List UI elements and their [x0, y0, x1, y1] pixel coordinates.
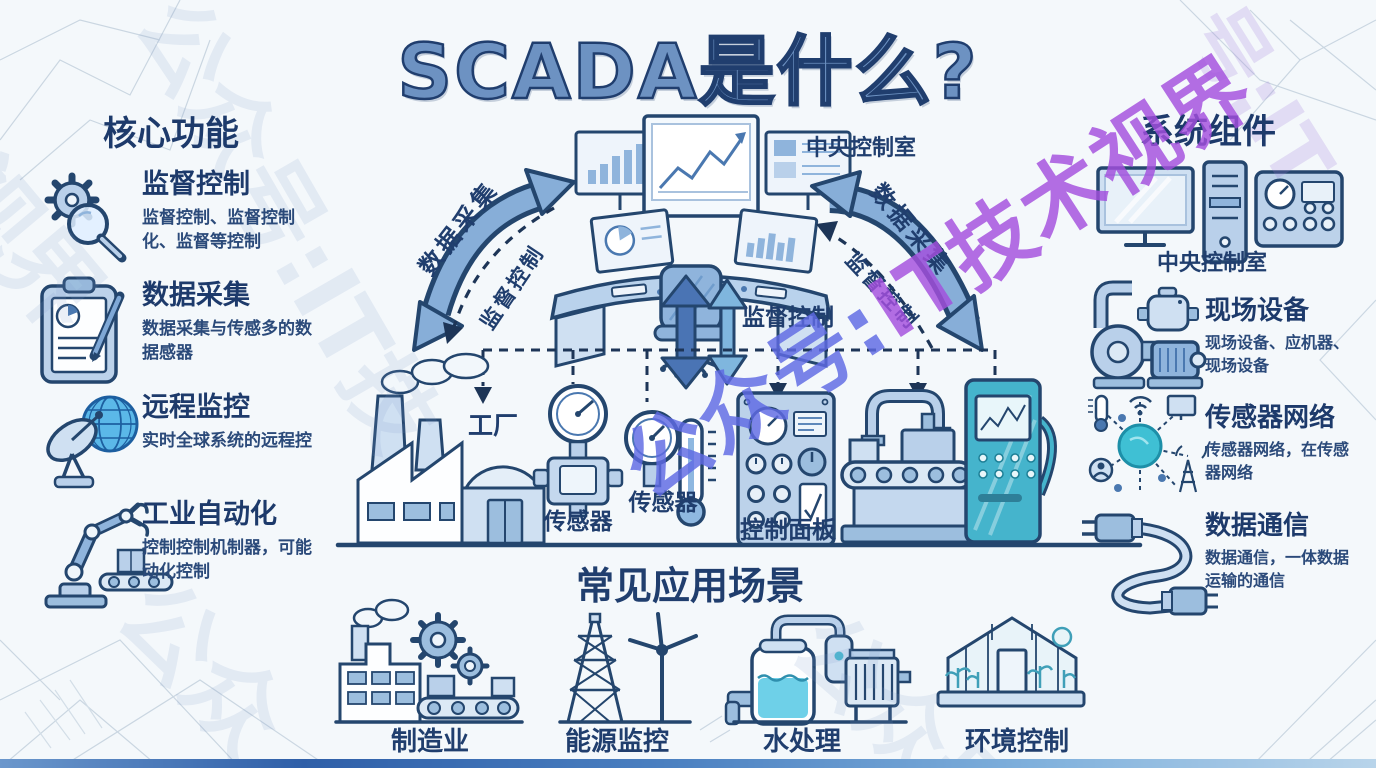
- hmi-kiosk-illustration: [964, 378, 1057, 544]
- item-title: 现场设备: [1205, 296, 1310, 326]
- item-desc: 数据通信，一体数据运输的通信: [1205, 547, 1350, 590]
- control-panel-label: 控制面板: [740, 516, 836, 544]
- item-title: 传感器网络: [1205, 403, 1336, 433]
- supervisory-dashed-arrow-right: [816, 221, 934, 349]
- core-function-item: 数据采集 数据采集与传感多的数据感器: [142, 281, 317, 365]
- energy-monitoring-icon: [558, 612, 698, 724]
- control-panel-illustration: [736, 391, 836, 547]
- item-title: 监督控制: [142, 169, 250, 200]
- item-desc: 传感器网络，在传感器网络: [1205, 439, 1350, 482]
- manufacturing-icon: [334, 598, 524, 724]
- robot-arm-icon: [44, 502, 174, 609]
- core-function-item: 远程监控 实时全球系统的远程控: [142, 393, 317, 453]
- pressure-sensor-illustration: [532, 384, 624, 518]
- cable-icon: [1082, 513, 1218, 616]
- item-title: 数据通信: [1205, 511, 1310, 541]
- item-title: 远程监控: [142, 392, 250, 423]
- satellite-globe-icon: [46, 395, 139, 489]
- right-panel-heading: 系统组件: [1140, 112, 1276, 152]
- item-desc: 控制控制机制器，可能动化控制: [142, 537, 312, 582]
- data-collection-arrow-left: [412, 168, 576, 352]
- scenarios-heading: 常见应用场景: [575, 564, 804, 608]
- machine-illustration: [840, 389, 980, 544]
- factory-label: 工厂: [467, 411, 518, 440]
- component-label-control-room: 中央控制室: [1156, 251, 1267, 276]
- item-title: 工业自动化: [142, 499, 277, 530]
- scenario-label-environment: 环境控制: [964, 727, 1069, 757]
- item-desc: 实时全球系统的远程控: [142, 430, 312, 451]
- component-item: 数据通信 数据通信，一体数据运输的通信: [1205, 512, 1355, 592]
- temperature-sensor-illustration: [624, 410, 716, 527]
- item-title: 数据采集: [142, 280, 250, 311]
- sensor-network-icon: [1088, 394, 1208, 493]
- pump-icon: [1090, 280, 1207, 390]
- sensor1-label: 传感器: [543, 509, 613, 535]
- bottom-accent-strip: [0, 759, 1376, 768]
- sensor2-label: 传感器: [628, 490, 698, 516]
- scenario-label-energy: 能源监控: [564, 727, 669, 757]
- component-item: 传感器网络 传感器网络，在传感器网络: [1205, 404, 1355, 484]
- item-desc: 数据采集与传感多的数据感器: [142, 318, 312, 363]
- workstation-icon: [1096, 160, 1344, 264]
- item-desc: 监督控制、监督控制化、监督等控制: [142, 207, 295, 252]
- left-panel-heading: 核心功能: [103, 114, 239, 154]
- gear-magnifier-icon: [44, 172, 127, 263]
- environment-control-icon: [936, 616, 1086, 708]
- supervisory-dashed-arrow-left: [443, 206, 555, 344]
- water-treatment-icon: [724, 614, 912, 726]
- clipboard-pen-icon: [40, 276, 125, 384]
- center-supervisory-label: 监督控制: [742, 305, 834, 331]
- scenario-label-manufacturing: 制造业: [390, 727, 469, 757]
- item-desc: 现场设备、应机器、现场设备: [1205, 332, 1350, 375]
- data-collection-arrow-right: [810, 170, 984, 352]
- core-function-item: 工业自动化 控制控制机制器，可能动化控制: [142, 500, 327, 584]
- vertical-double-arrows: [660, 274, 748, 390]
- control-room-label: 中央控制室: [806, 136, 917, 161]
- factory-illustration: [356, 352, 546, 545]
- scenario-label-water: 水处理: [762, 727, 841, 757]
- core-function-item: 监督控制 监督控制、监督控制化、监督等控制: [142, 170, 317, 254]
- component-item: 现场设备 现场设备、应机器、现场设备: [1205, 297, 1355, 377]
- page-title: SCADA是什么?: [396, 26, 979, 118]
